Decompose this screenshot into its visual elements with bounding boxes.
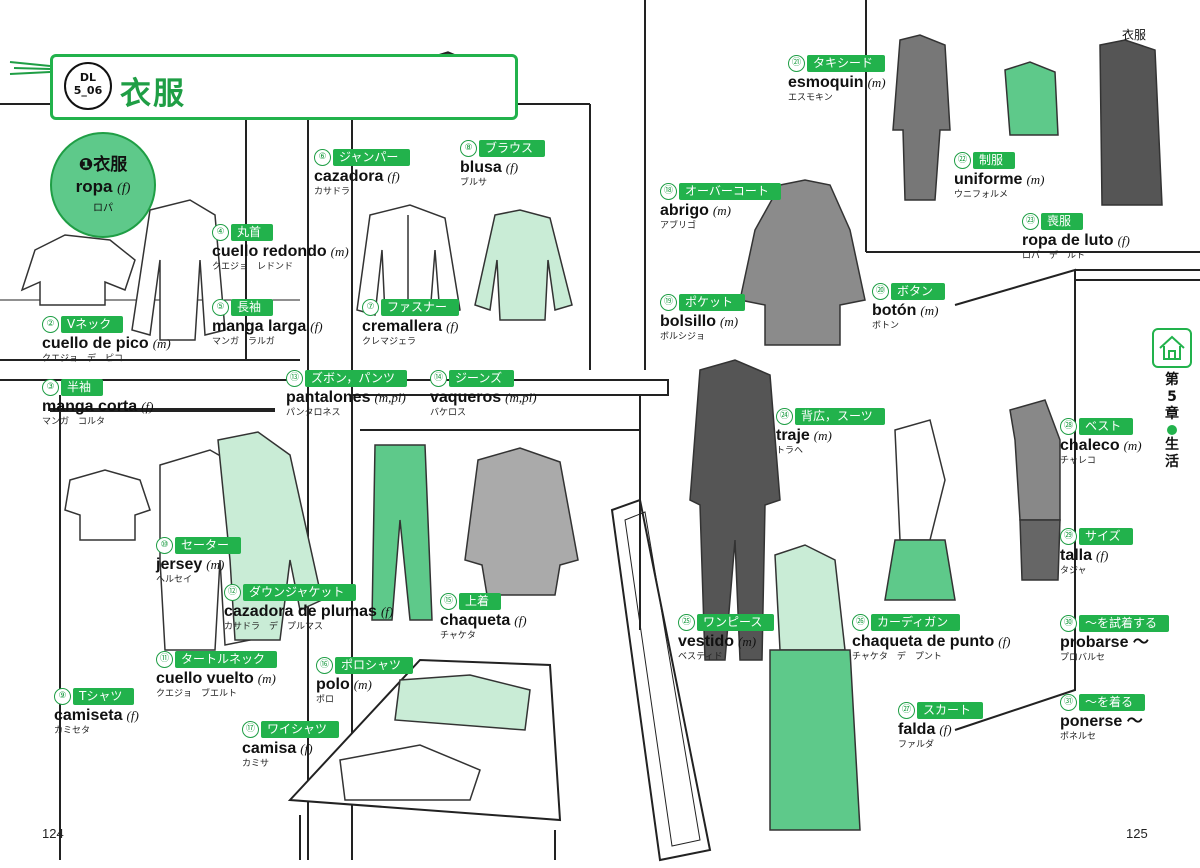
main-term-circle: ❶衣服 ropa (f) ロパ: [50, 132, 156, 238]
main-term-es: ropa (f): [75, 177, 131, 196]
download-badge: DL 5_06: [64, 62, 112, 110]
dl-number: 5_06: [73, 84, 103, 97]
chapter-dot-icon: [1167, 425, 1177, 435]
main-term-reading: ロパ: [93, 203, 113, 214]
page-number-left: 124: [42, 826, 64, 841]
main-term-jp: ❶衣服: [78, 155, 128, 175]
header-box: [50, 54, 518, 120]
vocab-item-31: ㉛～を着る ponerse ～ ポネルセ: [1060, 692, 1147, 743]
page-number-right: 125: [1126, 826, 1148, 841]
house-icon: [1152, 328, 1192, 368]
vocab-item-30: ㉚～を試着する probarse ～ プロバルセ: [1060, 613, 1170, 664]
page-title: 衣服: [120, 76, 186, 112]
mourning-note: 衣服: [1122, 28, 1147, 42]
chapter-label: 第 5 章 生 活: [1165, 372, 1179, 470]
dl-label: DL: [79, 71, 97, 84]
